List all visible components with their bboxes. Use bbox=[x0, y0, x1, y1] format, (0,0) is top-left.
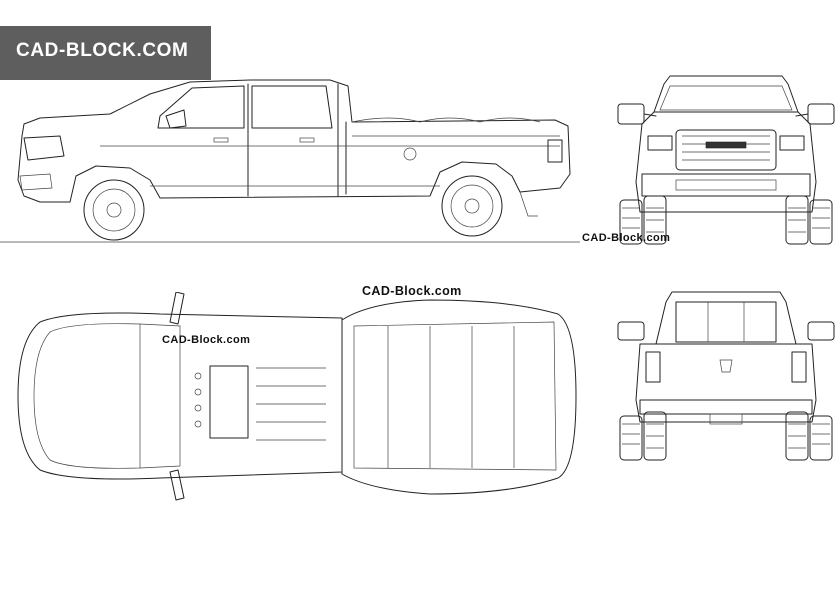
front-wheel bbox=[83, 179, 145, 241]
brand-banner: CAD-Block.com bbox=[0, 26, 211, 80]
top-right-mirror bbox=[169, 469, 185, 501]
right-headlight bbox=[779, 135, 805, 151]
watermark-top-view: CAD-Block.com bbox=[362, 284, 462, 298]
front-bumper bbox=[641, 173, 811, 197]
tailgate bbox=[635, 343, 817, 423]
side-view-drawing bbox=[0, 79, 580, 243]
grille bbox=[675, 129, 777, 171]
truck-body-outline bbox=[17, 79, 571, 203]
sunroof bbox=[209, 365, 249, 439]
rear-bumper bbox=[639, 399, 813, 415]
front-window bbox=[157, 85, 245, 129]
front-body bbox=[635, 111, 817, 213]
right-mirror bbox=[807, 103, 835, 125]
bed-outline bbox=[341, 299, 577, 495]
rear-wheel bbox=[441, 175, 503, 237]
rear-window bbox=[675, 301, 777, 343]
left-mirror bbox=[617, 103, 645, 125]
front-view-drawing bbox=[617, 75, 835, 245]
top-left-mirror bbox=[169, 292, 185, 325]
watermark-top-view-cab: CAD-Block.com bbox=[162, 334, 251, 346]
top-view-drawing bbox=[17, 292, 577, 501]
left-taillight bbox=[645, 351, 661, 383]
cab-hood-outline bbox=[17, 312, 343, 480]
right-taillight bbox=[791, 351, 807, 383]
left-headlight bbox=[647, 135, 673, 151]
rear-cab-roof bbox=[655, 291, 797, 345]
rear-window bbox=[251, 85, 333, 129]
watermark-front-view: CAD-Block.com bbox=[582, 232, 671, 244]
brand-logo-text: CAD-Block.com bbox=[16, 40, 189, 61]
cab-roof bbox=[653, 75, 799, 113]
rear-view-drawing bbox=[617, 291, 835, 461]
